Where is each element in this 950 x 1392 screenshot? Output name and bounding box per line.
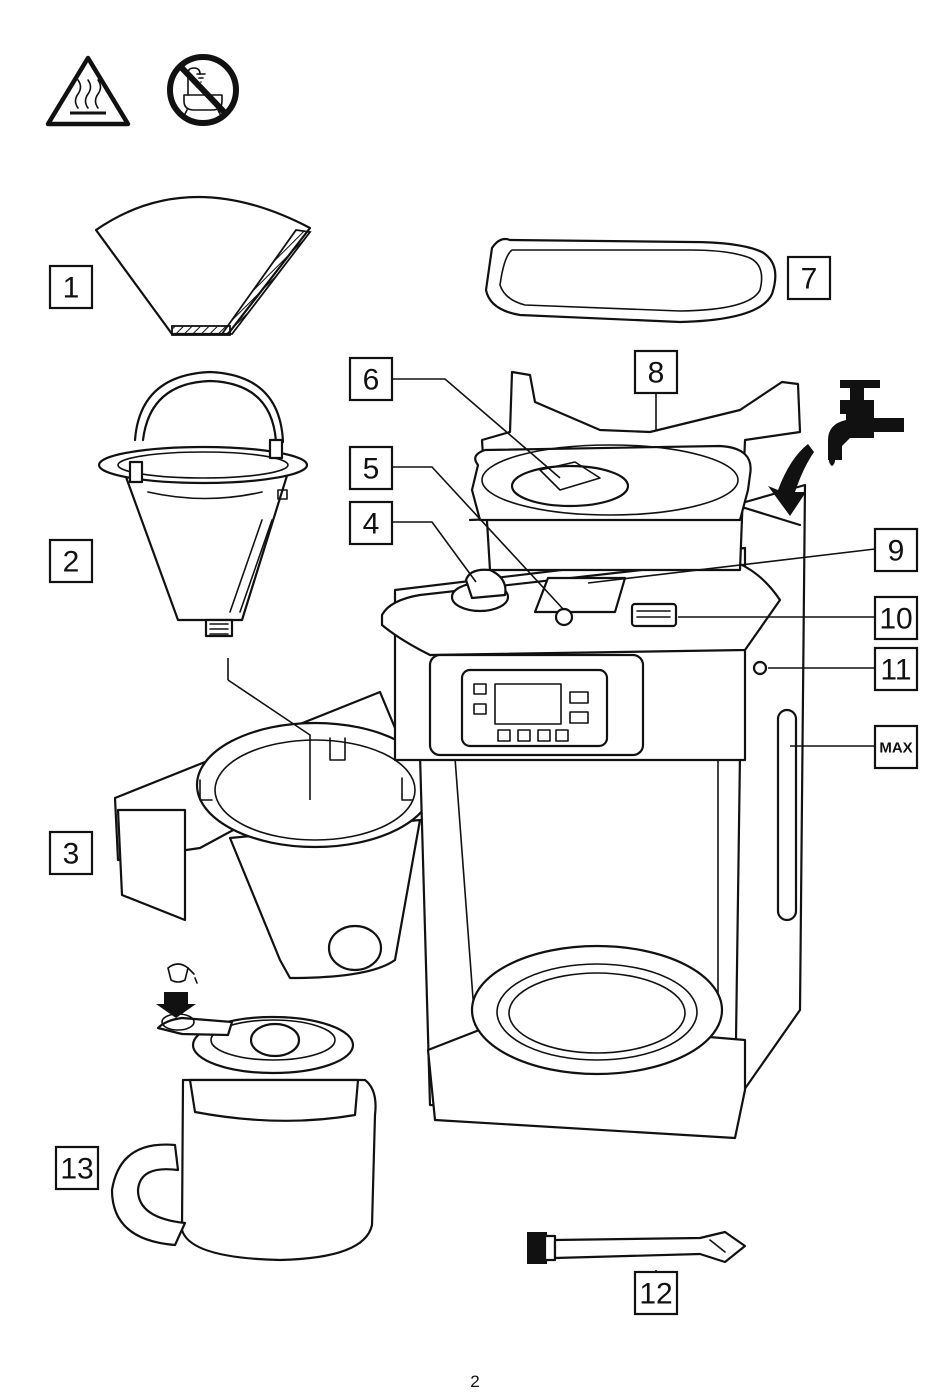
do-not-immerse-icon xyxy=(170,57,236,123)
label-13: 13 xyxy=(56,1147,98,1189)
page-number: 2 xyxy=(0,1372,950,1392)
svg-text:6: 6 xyxy=(363,364,380,397)
svg-text:7: 7 xyxy=(801,263,818,296)
svg-text:5: 5 xyxy=(363,453,380,486)
label-8: 8 xyxy=(635,351,677,393)
svg-text:1: 1 xyxy=(63,272,80,305)
paper-filter xyxy=(96,197,310,335)
label-max: MAX xyxy=(875,726,917,768)
svg-text:2: 2 xyxy=(63,546,80,579)
water-tank-lid xyxy=(486,239,775,322)
label-12: 12 xyxy=(635,1272,677,1314)
svg-text:9: 9 xyxy=(888,535,905,568)
cleaning-brush xyxy=(527,1232,745,1264)
label-7: 7 xyxy=(788,257,830,299)
label-1: 1 xyxy=(50,266,92,308)
label-10: 10 xyxy=(875,597,917,639)
svg-text:10: 10 xyxy=(879,603,912,636)
thermal-carafe xyxy=(112,964,376,1260)
coffee-maker-body xyxy=(382,372,805,1138)
label-2: 2 xyxy=(50,540,92,582)
svg-text:11: 11 xyxy=(880,654,911,687)
label-6: 6 xyxy=(350,358,392,400)
label-3: 3 xyxy=(50,832,92,874)
label-4: 4 xyxy=(350,502,392,544)
svg-text:8: 8 xyxy=(648,357,665,390)
label-9: 9 xyxy=(875,529,917,571)
hot-surface-warning-icon xyxy=(48,58,128,124)
label-5: 5 xyxy=(350,447,392,489)
label-11: 11 xyxy=(875,648,917,690)
svg-text:MAX: MAX xyxy=(879,740,912,757)
svg-text:13: 13 xyxy=(60,1153,93,1186)
filter-basket xyxy=(115,692,433,978)
svg-text:4: 4 xyxy=(363,508,380,541)
svg-text:12: 12 xyxy=(639,1278,672,1311)
filter-holder xyxy=(99,372,307,636)
svg-text:3: 3 xyxy=(63,838,80,871)
